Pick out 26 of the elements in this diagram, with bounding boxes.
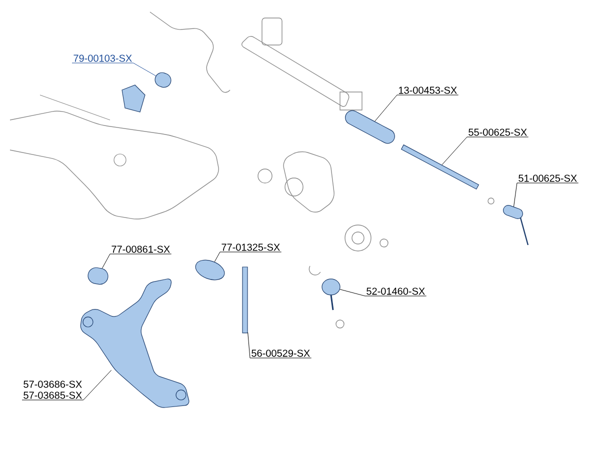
part-number-label: 56-00529-SX [252,350,310,357]
part-number-label: 77-00861-SX [112,246,170,253]
part-drawing [195,260,225,280]
part-drawing [88,267,108,285]
part-number-label: 52-01460-SX [366,288,425,295]
leader-line [248,332,312,358]
part-number-label: 55-00625-SX [468,128,527,136]
part-drawing [322,278,340,310]
part-drawing [122,72,172,112]
part-number-label: 51-00625-SX [518,174,577,182]
part-drawing [80,278,190,408]
part-number-label: 57-03686-SX 57-03685-SX [24,380,82,399]
part-number-label: 13-00453-SX [398,86,457,94]
part-drawing [345,110,395,144]
part-number-label: 79-00103-SX [74,54,132,62]
leader-line [514,182,579,207]
part-drawing [503,204,529,246]
part-drawing [242,266,248,334]
leader-line [72,62,156,76]
part-number-label: 77-01325-SX [222,244,280,251]
leader-line [214,252,282,262]
leader-line [22,370,112,400]
leader-line [102,254,172,269]
leader-line [442,136,529,166]
leader-line [340,289,427,296]
leader-line [374,94,459,122]
